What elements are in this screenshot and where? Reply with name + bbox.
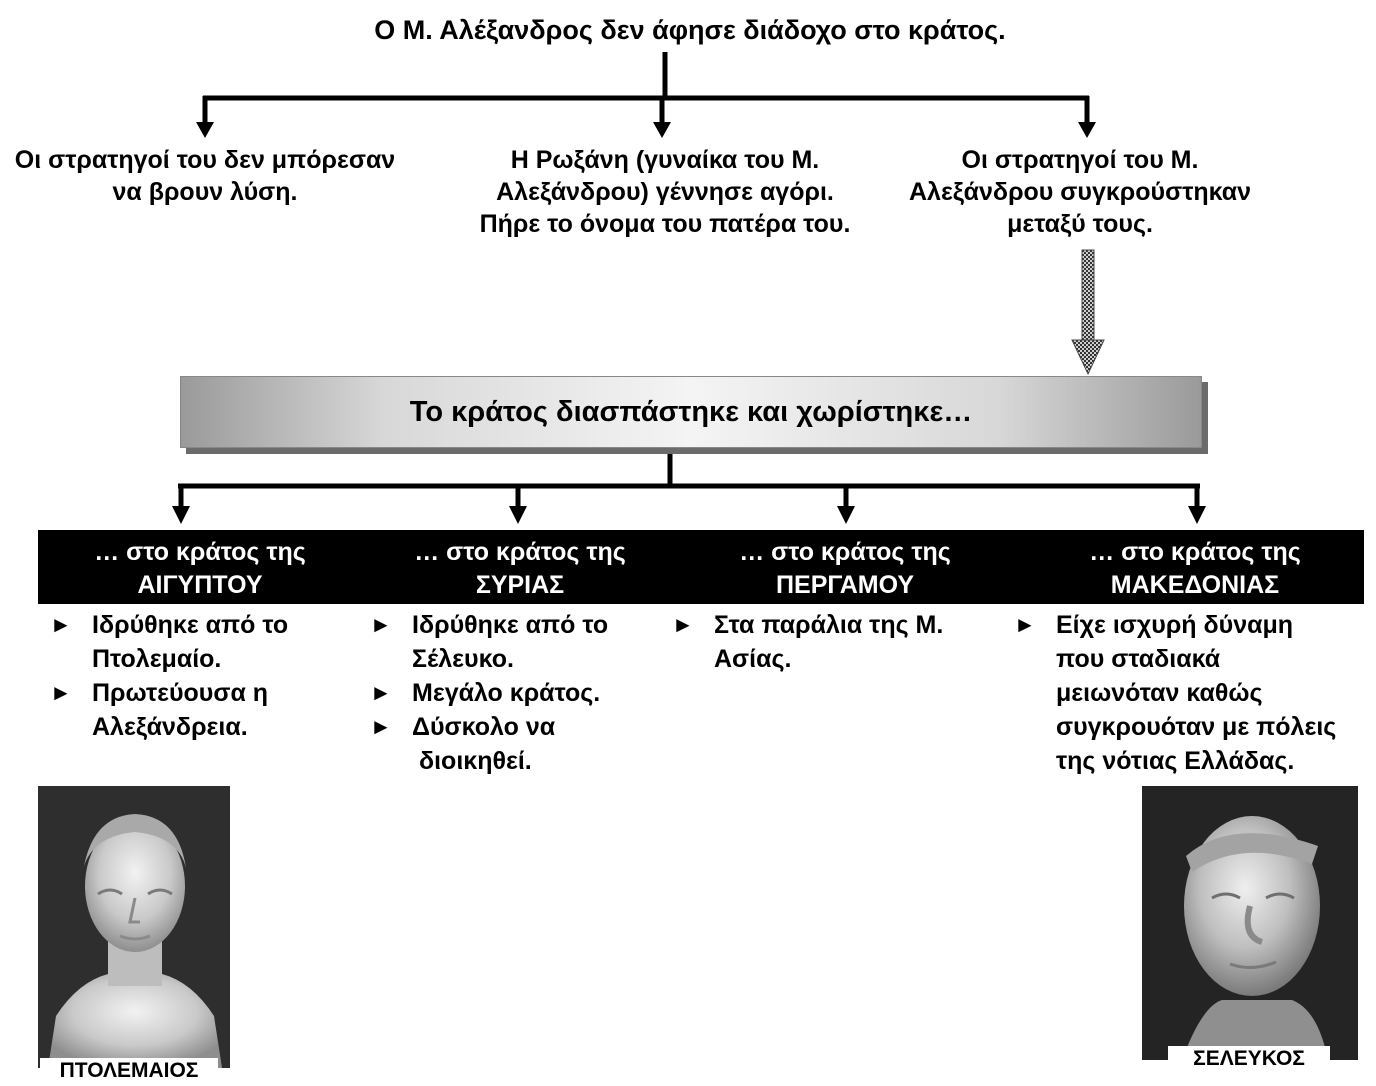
- seleucus-head-image: [1142, 786, 1358, 1060]
- dotted-down-arrow: [1071, 249, 1105, 376]
- bullet-arrow-icon: ►: [50, 680, 72, 705]
- division-box: Το κράτος διασπάστηκε και χωρίστηκε…: [180, 376, 1202, 448]
- bullet-arrow-icon: ►: [672, 612, 694, 637]
- pergamon-facts: ► Στα παράλια της Μ.Ασίας.: [672, 608, 1002, 676]
- list-item: ► Στα παράλια της Μ.Ασίας.: [672, 608, 1002, 676]
- division-box-text: Το κράτος διασπάστηκε και χωρίστηκε…: [409, 395, 973, 428]
- list-item: ► Μεγάλο κράτος.: [370, 676, 660, 710]
- bullet-arrow-icon: ►: [50, 612, 72, 637]
- consequence-roxane-son: Η Ρωξάνη (γυναίκα του Μ.Αλεξάνδρου) γένν…: [479, 146, 851, 238]
- bullet-arrow-icon: ►: [370, 612, 392, 637]
- bullet-arrow-icon: ►: [1014, 612, 1036, 637]
- seleucus-caption: ΣΕΛΕΥΚΟΣ: [1168, 1046, 1330, 1072]
- bullet-arrow-icon: ►: [370, 714, 392, 739]
- ptolemy-caption: ΠΤΟΛΕΜΑΙΟΣ: [40, 1058, 218, 1084]
- diagram-title: Ο Μ. Αλέξανδρος δεν άφησε διάδοχο στο κρ…: [374, 15, 1006, 45]
- kingdoms-header-band: [38, 530, 1364, 604]
- bullet-arrow-icon: ►: [370, 680, 392, 705]
- consequence-generals-conflict: Οι στρατηγοί του Μ.Αλεξάνδρου συγκρούστη…: [908, 146, 1252, 238]
- ptolemy-bust-image: [38, 786, 230, 1068]
- list-item: ► Δύσκολο να διοικηθεί.: [370, 710, 660, 778]
